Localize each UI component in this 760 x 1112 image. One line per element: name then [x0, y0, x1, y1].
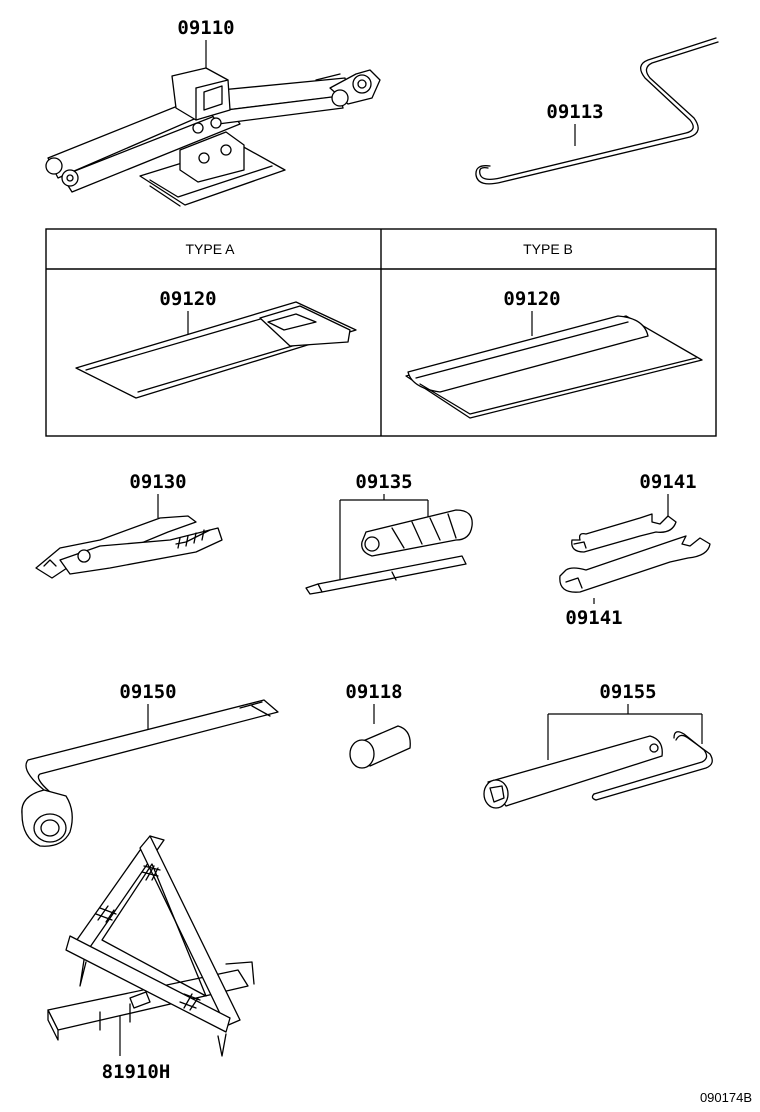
tool-bag-type-b: 09120 [405, 288, 703, 419]
part-number-tool-bag-b: 09120 [503, 288, 560, 310]
tool-bag-type-a: 09120 [75, 288, 357, 399]
type-b-header: TYPE B [523, 241, 573, 257]
plug-wrench-illustration: 09155 [483, 681, 713, 809]
pliers-illustration: 09130 [35, 471, 223, 579]
part-number-pliers: 09130 [129, 471, 186, 493]
wheel-wrench-illustration: 09150 [21, 681, 279, 847]
part-number-plug-wrench: 09155 [599, 681, 656, 703]
part-number-warning-triangle: 81910H [102, 1061, 171, 1083]
screwdriver-illustration: 09135 [305, 471, 473, 595]
part-number-screwdriver: 09135 [355, 471, 412, 493]
warning-triangle-illustration: 81910H [47, 835, 255, 1083]
socket-illustration: 09118 [345, 681, 411, 769]
type-a-header: TYPE A [185, 241, 235, 257]
wrench-bottom-illustration: 09141 [559, 535, 711, 629]
part-number-tool-bag-a: 09120 [159, 288, 216, 310]
scissor-jack-illustration: 09110 [45, 17, 381, 207]
part-number-wrench-bottom: 09141 [565, 607, 622, 629]
diagram-reference-code: 090174B [700, 1090, 752, 1105]
part-number-wrench-top: 09141 [639, 471, 696, 493]
part-number-socket: 09118 [345, 681, 402, 703]
part-number-jack: 09110 [177, 17, 234, 39]
part-number-jack-handle: 09113 [546, 101, 603, 123]
wrench-top-illustration: 09141 [571, 471, 697, 553]
tool-bag-type-table: TYPE A TYPE B 09120 09120 [45, 228, 717, 437]
jack-handle-illustration: 09113 [475, 37, 719, 185]
part-number-wheel-wrench: 09150 [119, 681, 176, 703]
